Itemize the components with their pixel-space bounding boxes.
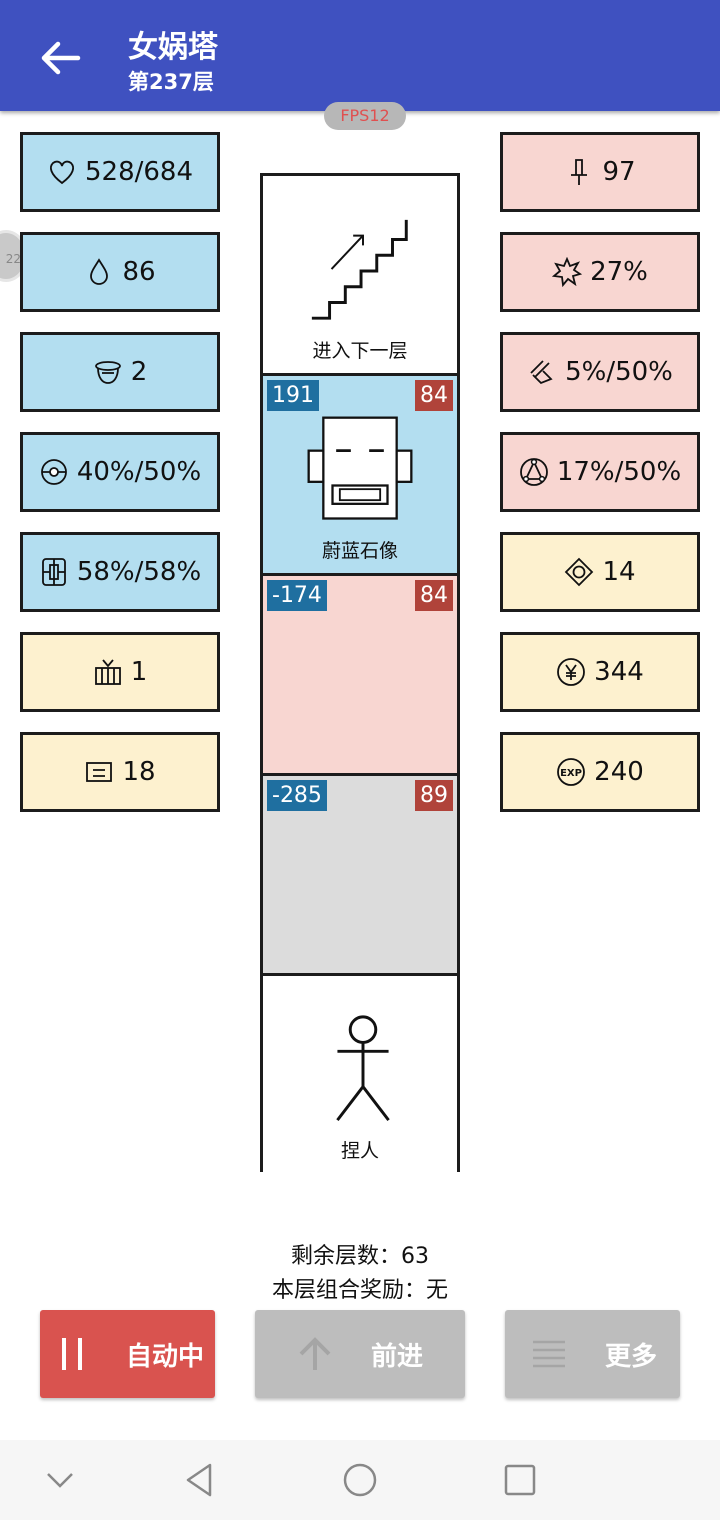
helmet-icon (94, 361, 121, 384)
monster-name: 蔚蓝石像 (321, 540, 398, 562)
box-icon (94, 659, 121, 685)
back-arrow-icon[interactable] (38, 36, 82, 80)
slot-attack-badge: -174 (267, 580, 327, 611)
stat-armor[interactable]: 58%/58% (20, 532, 220, 612)
card-icon (86, 762, 113, 782)
armor-icon (41, 558, 66, 586)
stone-statue-icon (307, 416, 413, 520)
system-nav-bar (0, 1440, 720, 1520)
stat-value: 27% (590, 257, 648, 287)
stat-value: 97 (602, 157, 636, 187)
stat-mp[interactable]: 86 (20, 232, 220, 312)
stat-gold[interactable]: 344 (500, 632, 700, 712)
slot-attack-badge: -285 (267, 780, 327, 811)
shield-circle-icon (40, 459, 67, 485)
stat-card[interactable]: 18 (20, 732, 220, 812)
enemy-slot-3[interactable]: -285 89 (263, 776, 457, 976)
forward-button-label: 前进 (371, 1341, 424, 1372)
stat-magic[interactable]: 17%/50% (500, 432, 700, 512)
arrow-up-icon (299, 1337, 331, 1370)
auto-button[interactable]: 自动中 (40, 1310, 215, 1398)
fps-badge: FPS12 (324, 102, 406, 130)
stat-value: 1 (130, 657, 148, 687)
nav-home-icon[interactable] (340, 1460, 380, 1500)
stat-gem[interactable]: 14 (500, 532, 700, 612)
stat-value: 240 (594, 757, 644, 787)
app-bar: 女娲塔 第237层 (0, 0, 720, 111)
stat-value: 17%/50% (556, 457, 682, 487)
stairs-label: 进入下一层 (312, 340, 408, 362)
svg-text:EXP: EXP (560, 768, 582, 779)
nav-back-icon[interactable] (180, 1460, 220, 1500)
stat-value: 18 (122, 757, 156, 787)
monster-attack-badge: 191 (267, 380, 319, 411)
stat-value: 528/684 (84, 157, 193, 187)
enemy-slot-2[interactable]: -174 84 (263, 576, 457, 776)
stat-box[interactable]: 1 (20, 632, 220, 712)
stat-value: 5%/50% (565, 357, 673, 387)
stat-value: 14 (602, 557, 636, 587)
burst-icon (552, 257, 583, 287)
menu-lines-icon (533, 1340, 565, 1368)
stat-pierce[interactable]: 5%/50% (500, 332, 700, 412)
slot-hp-badge: 89 (415, 780, 453, 811)
blade-icon (530, 360, 553, 385)
stat-attack[interactable]: 97 (500, 132, 700, 212)
chevron-down-icon[interactable] (40, 1460, 80, 1500)
stairs-icon (311, 219, 408, 320)
pause-icon (62, 1338, 82, 1370)
stat-value: 344 (594, 657, 644, 687)
page-title: 女娲塔 (128, 30, 218, 65)
stat-hp[interactable]: 528/684 (20, 132, 220, 212)
water-drop-icon (90, 258, 109, 285)
heart-icon (50, 160, 74, 185)
forward-button[interactable]: 前进 (255, 1310, 465, 1398)
diamond-icon (565, 557, 594, 587)
stat-value: 58%/58% (76, 557, 202, 587)
reward-label: 本层组合奖励： (271, 1278, 426, 1303)
stat-value: 2 (130, 357, 148, 387)
monster-hp-badge: 84 (415, 380, 453, 411)
stick-figure-icon (336, 1015, 390, 1122)
nav-recents-icon[interactable] (500, 1460, 540, 1500)
monster-cell[interactable]: 191 84 蔚蓝石像 (263, 376, 457, 576)
exp-icon: EXP (557, 758, 586, 786)
player-label: 捏人 (340, 1140, 379, 1162)
remaining-floors-line: 剩余层数：63 (0, 1238, 720, 1270)
remaining-label: 剩余层数： (290, 1244, 401, 1269)
floor-reward-line: 本层组合奖励：无 (0, 1272, 720, 1304)
stat-crit[interactable]: 27% (500, 232, 700, 312)
stat-value: 86 (122, 257, 156, 287)
tower-column: 进入下一层 191 84 蔚蓝石像 -174 84 -285 89 捏人 (260, 173, 460, 1173)
more-button-label: 更多 (605, 1341, 658, 1372)
stat-exp[interactable]: EXP 240 (500, 732, 700, 812)
stat-helmet[interactable]: 2 (20, 332, 220, 412)
auto-button-label: 自动中 (126, 1341, 205, 1372)
stat-defense[interactable]: 40%/50% (20, 432, 220, 512)
remaining-value: 63 (401, 1244, 429, 1269)
player-cell[interactable]: 捏人 (263, 976, 457, 1173)
slot-hp-badge: 84 (415, 580, 453, 611)
sword-icon (571, 159, 588, 185)
coin-yen-icon (557, 658, 586, 686)
stat-value: 40%/50% (76, 457, 202, 487)
floor-subtitle: 第237层 (128, 70, 214, 94)
reward-value: 无 (426, 1278, 449, 1303)
triangle-circle-icon (519, 458, 548, 486)
stairs-cell[interactable]: 进入下一层 (263, 176, 457, 376)
more-button[interactable]: 更多 (505, 1310, 680, 1398)
